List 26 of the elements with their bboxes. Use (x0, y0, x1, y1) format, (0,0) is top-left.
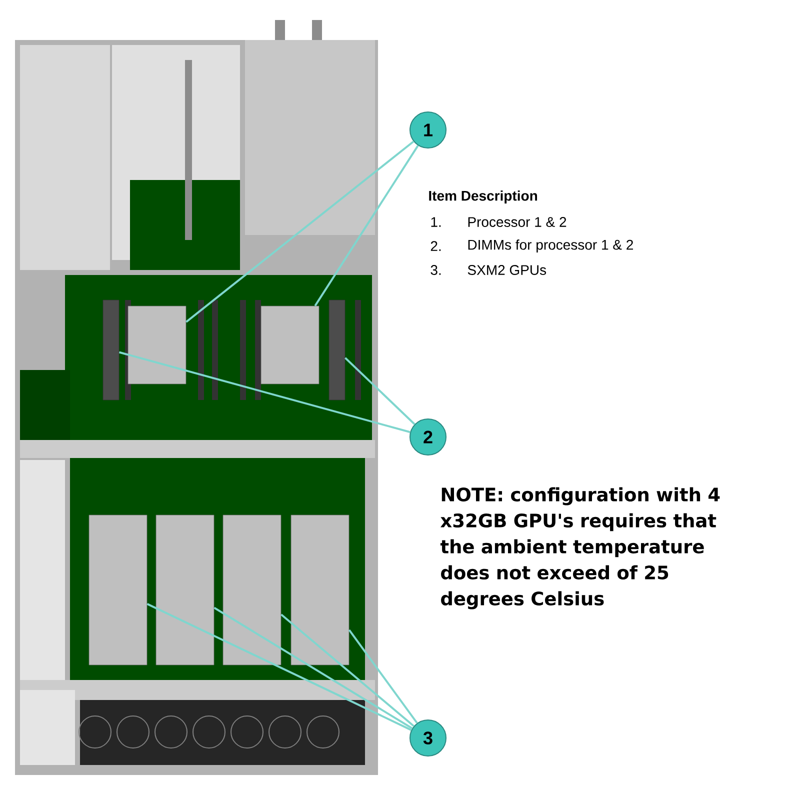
gpu-heatsink (156, 514, 214, 666)
callout-number: 2 (410, 418, 446, 456)
item-number: 2. (430, 241, 441, 251)
list-heading: Item Description (429, 190, 538, 204)
leader-line (214, 606, 413, 730)
gpu-heatsink (88, 514, 148, 666)
memory-slots (102, 300, 120, 400)
leader-line (118, 351, 410, 434)
item-number: 3. (430, 265, 441, 275)
leader-line (280, 614, 414, 727)
leader-line (314, 145, 419, 306)
item-description: SXM2 GPUs (468, 265, 546, 275)
leader-line (186, 140, 414, 323)
leader-line (146, 603, 412, 731)
item-description: DIMMs for processor 1 & 2 (468, 239, 633, 253)
callout-number: 1 (410, 112, 446, 148)
gpu-heatsink (222, 514, 282, 666)
heatsink (128, 306, 186, 384)
callout-number: 3 (410, 720, 446, 756)
item-description: Processor 1 & 2 (468, 217, 566, 227)
memory-slots (328, 300, 346, 400)
item-number: 1. (431, 217, 441, 227)
note-text: NOTE: configuration with 4 x32GB GPU's requires that the ambient temperature does not exceed of 25 degrees Celsius (440, 487, 720, 610)
leader-line (348, 629, 418, 724)
gpu-heatsink (290, 514, 350, 666)
heatsink (260, 306, 320, 384)
